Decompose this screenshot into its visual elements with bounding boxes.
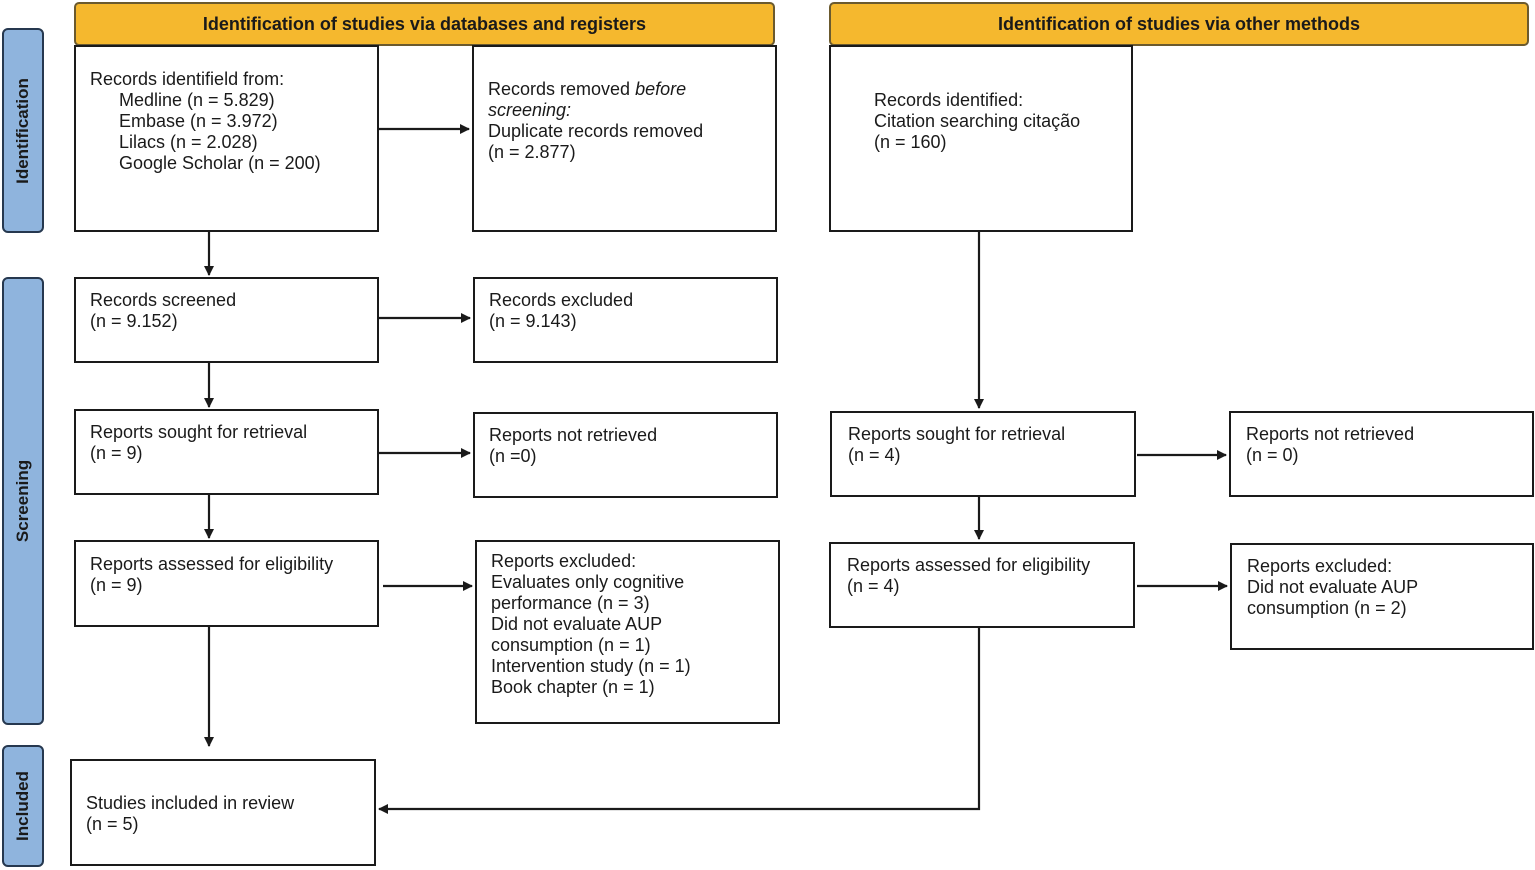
- other-reports-assessed-box: Reports assessed for eligibility (n = 4): [829, 542, 1135, 628]
- reports-assessed-count: (n = 9): [90, 575, 143, 595]
- records-screened-box: Records screened (n = 9.152): [74, 277, 379, 363]
- reports-excluded-line: Book chapter (n = 1): [491, 677, 655, 697]
- records-excluded-box: Records excluded (n = 9.143): [473, 277, 778, 363]
- studies-included-title: Studies included in review: [86, 793, 295, 813]
- source-embase: Embase (n = 3.972): [119, 111, 278, 131]
- reports-assessed-title: Reports assessed for eligibility: [90, 554, 334, 574]
- other-reports-excluded-title: Reports excluded:: [1247, 556, 1393, 576]
- reports-excluded-title: Reports excluded:: [491, 551, 637, 571]
- other-reports-not-retrieved-count: (n = 0): [1246, 445, 1299, 465]
- other-reports-not-retrieved-box: Reports not retrieved (n = 0): [1229, 411, 1534, 497]
- records-screened-count: (n = 9.152): [90, 311, 178, 331]
- other-reports-excluded-line: Did not evaluate AUP: [1247, 577, 1419, 597]
- header-other-label: Identification of studies via other meth…: [997, 13, 1361, 34]
- reports-not-retrieved-count: (n =0): [489, 446, 537, 466]
- records-identified-title: Records identifield from:: [90, 69, 285, 89]
- studies-included-box: Studies included in review (n = 5): [70, 759, 376, 866]
- other-reports-sought-title: Reports sought for retrieval: [848, 424, 1066, 444]
- records-screened-title: Records screened: [90, 290, 237, 310]
- reports-excluded-line: Did not evaluate AUP: [491, 614, 663, 634]
- reports-excluded-line: consumption (n = 1): [491, 635, 651, 655]
- other-records-identified-count: (n = 160): [874, 132, 947, 152]
- records-removed-before: before: [635, 79, 687, 99]
- reports-excluded-line: Evaluates only cognitive: [491, 572, 685, 592]
- reports-excluded-box: Reports excluded: Evaluates only cogniti…: [475, 540, 780, 724]
- other-reports-sought-box: Reports sought for retrieval (n = 4): [830, 411, 1136, 497]
- reports-sought-box: Reports sought for retrieval (n = 9): [74, 409, 379, 495]
- records-removed-text: Records removed: [488, 79, 636, 99]
- duplicate-records-removed: Duplicate records removed: [488, 121, 704, 141]
- header-databases-label: Identification of studies via databases …: [202, 13, 647, 34]
- other-records-identified-box: Records identified: Citation searching c…: [829, 45, 1133, 232]
- other-reports-assessed-title: Reports assessed for eligibility: [847, 555, 1091, 575]
- source-lilacs: Lilacs (n = 2.028): [119, 132, 258, 152]
- reports-not-retrieved-title: Reports not retrieved: [489, 425, 658, 445]
- header-databases-registers: Identification of studies via databases …: [74, 2, 775, 46]
- source-google-scholar: Google Scholar (n = 200): [119, 153, 321, 173]
- records-removed-box: Records removed before screening: Duplic…: [472, 45, 777, 232]
- citation-searching: Citation searching citação: [874, 111, 1081, 131]
- records-excluded-count: (n = 9.143): [489, 311, 577, 331]
- studies-included-count: (n = 5): [86, 814, 139, 834]
- reports-sought-title: Reports sought for retrieval: [90, 422, 308, 442]
- phase-identification: Identification: [2, 28, 44, 233]
- reports-not-retrieved-box: Reports not retrieved (n =0): [473, 412, 778, 498]
- records-removed-screening: screening:: [488, 100, 572, 120]
- reports-sought-count: (n = 9): [90, 443, 143, 463]
- records-removed-line1: Records removed before: [488, 79, 761, 100]
- reports-assessed-box: Reports assessed for eligibility (n = 9): [74, 540, 379, 627]
- other-reports-excluded-box: Reports excluded: Did not evaluate AUP c…: [1230, 543, 1534, 650]
- phase-included: Included: [2, 745, 44, 867]
- other-reports-assessed-count: (n = 4): [847, 576, 900, 596]
- duplicate-records-count: (n = 2.877): [488, 142, 576, 162]
- phase-screening: Screening: [2, 277, 44, 725]
- records-excluded-title: Records excluded: [489, 290, 634, 310]
- other-reports-not-retrieved-title: Reports not retrieved: [1246, 424, 1415, 444]
- header-other-methods: Identification of studies via other meth…: [829, 2, 1529, 46]
- other-records-identified-title: Records identified:: [874, 90, 1024, 110]
- records-identified-box: Records identifield from: Medline (n = 5…: [74, 45, 379, 232]
- other-reports-sought-count: (n = 4): [848, 445, 901, 465]
- other-reports-excluded-line: consumption (n = 2): [1247, 598, 1407, 618]
- reports-excluded-line: Intervention study (n = 1): [491, 656, 691, 676]
- reports-excluded-line: performance (n = 3): [491, 593, 650, 613]
- source-medline: Medline (n = 5.829): [119, 90, 275, 110]
- arrow-other-assessed-to-included: [378, 628, 981, 814]
